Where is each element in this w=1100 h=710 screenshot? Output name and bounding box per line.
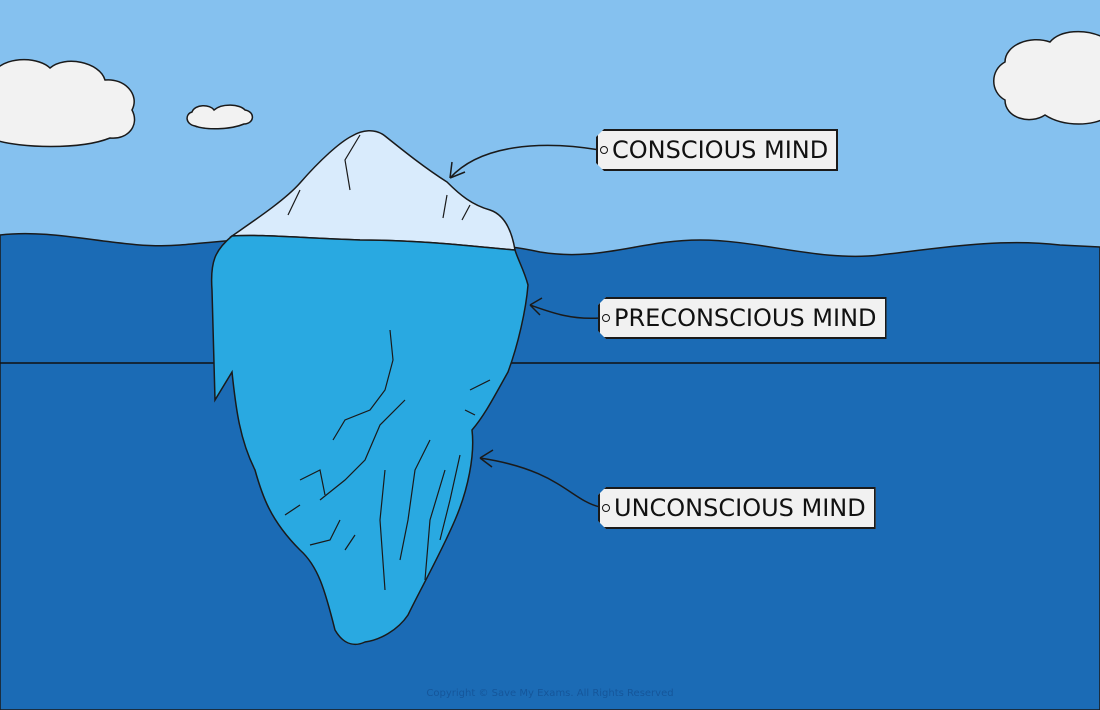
arrow-conscious: [449, 144, 601, 179]
arrows: [449, 144, 601, 508]
tag-hole-icon: [602, 504, 610, 512]
tag-hole-icon: [600, 146, 608, 154]
cloud-left: [0, 58, 136, 148]
cloud-small: [186, 104, 254, 130]
copyright-notice: Copyright © Save My Exams. All Rights Re…: [426, 688, 674, 699]
cloud-right: [993, 30, 1100, 125]
water: [0, 232, 1100, 710]
label-conscious-mind: CONSCIOUS MIND: [596, 129, 838, 171]
iceberg-submerged: [210, 234, 529, 646]
tag-hole-icon: [602, 314, 610, 322]
label-unconscious-mind: UNCONSCIOUS MIND: [598, 487, 876, 529]
arrow-unconscious: [479, 449, 601, 508]
label-preconscious-mind: PRECONSCIOUS MIND: [598, 297, 887, 339]
iceberg-cracks: [284, 134, 491, 591]
arrow-preconscious: [529, 297, 601, 320]
